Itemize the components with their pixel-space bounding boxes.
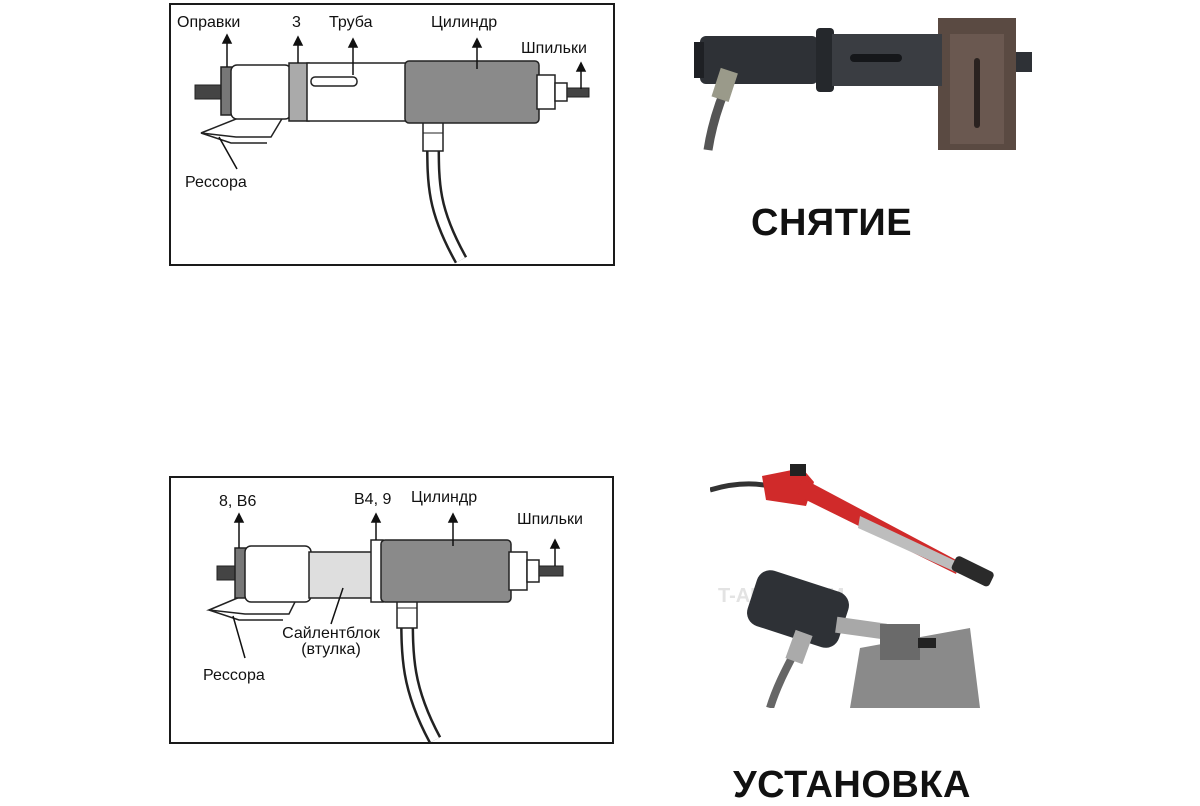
arrow-up-icon bbox=[447, 512, 459, 546]
pump-hose bbox=[710, 481, 771, 493]
label-studs: Шпильки bbox=[517, 511, 583, 528]
removal-diagram-panel: Оправки 3 Труба Цилиндр Шпильки Рессора bbox=[169, 3, 615, 266]
mandrel bbox=[230, 64, 292, 120]
arrow-up-icon bbox=[575, 61, 587, 89]
cylinder-body bbox=[700, 36, 818, 84]
spring-leaf bbox=[200, 116, 285, 138]
cylinder-body bbox=[747, 570, 849, 648]
label-mandrels: Оправки bbox=[177, 14, 241, 31]
tube bbox=[306, 62, 408, 122]
label-studs: Шпильки bbox=[521, 40, 587, 57]
arrow-up-icon bbox=[471, 37, 483, 69]
label-bushing: Сайлентблок (втулка) bbox=[282, 625, 380, 658]
label-cylinder: Цилиндр bbox=[411, 489, 478, 506]
ring bbox=[288, 62, 310, 122]
cylinder bbox=[380, 539, 512, 603]
installation-diagram bbox=[206, 512, 564, 742]
caption-installation: УСТАНОВКА bbox=[733, 764, 971, 806]
right-stud bbox=[566, 87, 590, 98]
arrow-up-icon bbox=[347, 37, 359, 75]
label-ring: В4, 9 bbox=[354, 491, 392, 508]
arrow-up-icon bbox=[233, 512, 245, 548]
silent-block-bushing bbox=[308, 551, 374, 599]
tube-slot bbox=[310, 76, 358, 87]
label-cylinder: Цилиндр bbox=[431, 14, 498, 31]
installation-tool-photo: T-AUTO.COM bbox=[710, 464, 994, 708]
mandrel bbox=[244, 545, 312, 603]
pump-handle bbox=[858, 516, 962, 574]
cylinder bbox=[404, 60, 540, 124]
piston-rod bbox=[835, 616, 887, 640]
left-stud bbox=[194, 84, 224, 100]
removal-tool-photo bbox=[694, 18, 1032, 151]
arrow-up-icon bbox=[221, 33, 233, 67]
installation-diagram-panel: 8, В6 В4, 9 Цилиндр Шпильки Сайлентблок … bbox=[169, 476, 614, 744]
label-spring: Рессора bbox=[185, 174, 247, 191]
arrow-up-icon bbox=[549, 538, 561, 566]
label-tube: Труба bbox=[329, 14, 373, 31]
label-ring: 3 bbox=[292, 14, 301, 31]
right-stud bbox=[538, 565, 564, 577]
left-stud bbox=[216, 565, 238, 581]
caption-removal: СНЯТИЕ bbox=[751, 202, 913, 244]
mandrel bbox=[880, 624, 920, 660]
label-mandrels: 8, В6 bbox=[219, 493, 257, 510]
arrow-up-icon bbox=[370, 512, 382, 540]
label-spring: Рессора bbox=[203, 667, 265, 684]
arrow-up-icon bbox=[292, 35, 304, 63]
removal-diagram bbox=[194, 33, 590, 264]
